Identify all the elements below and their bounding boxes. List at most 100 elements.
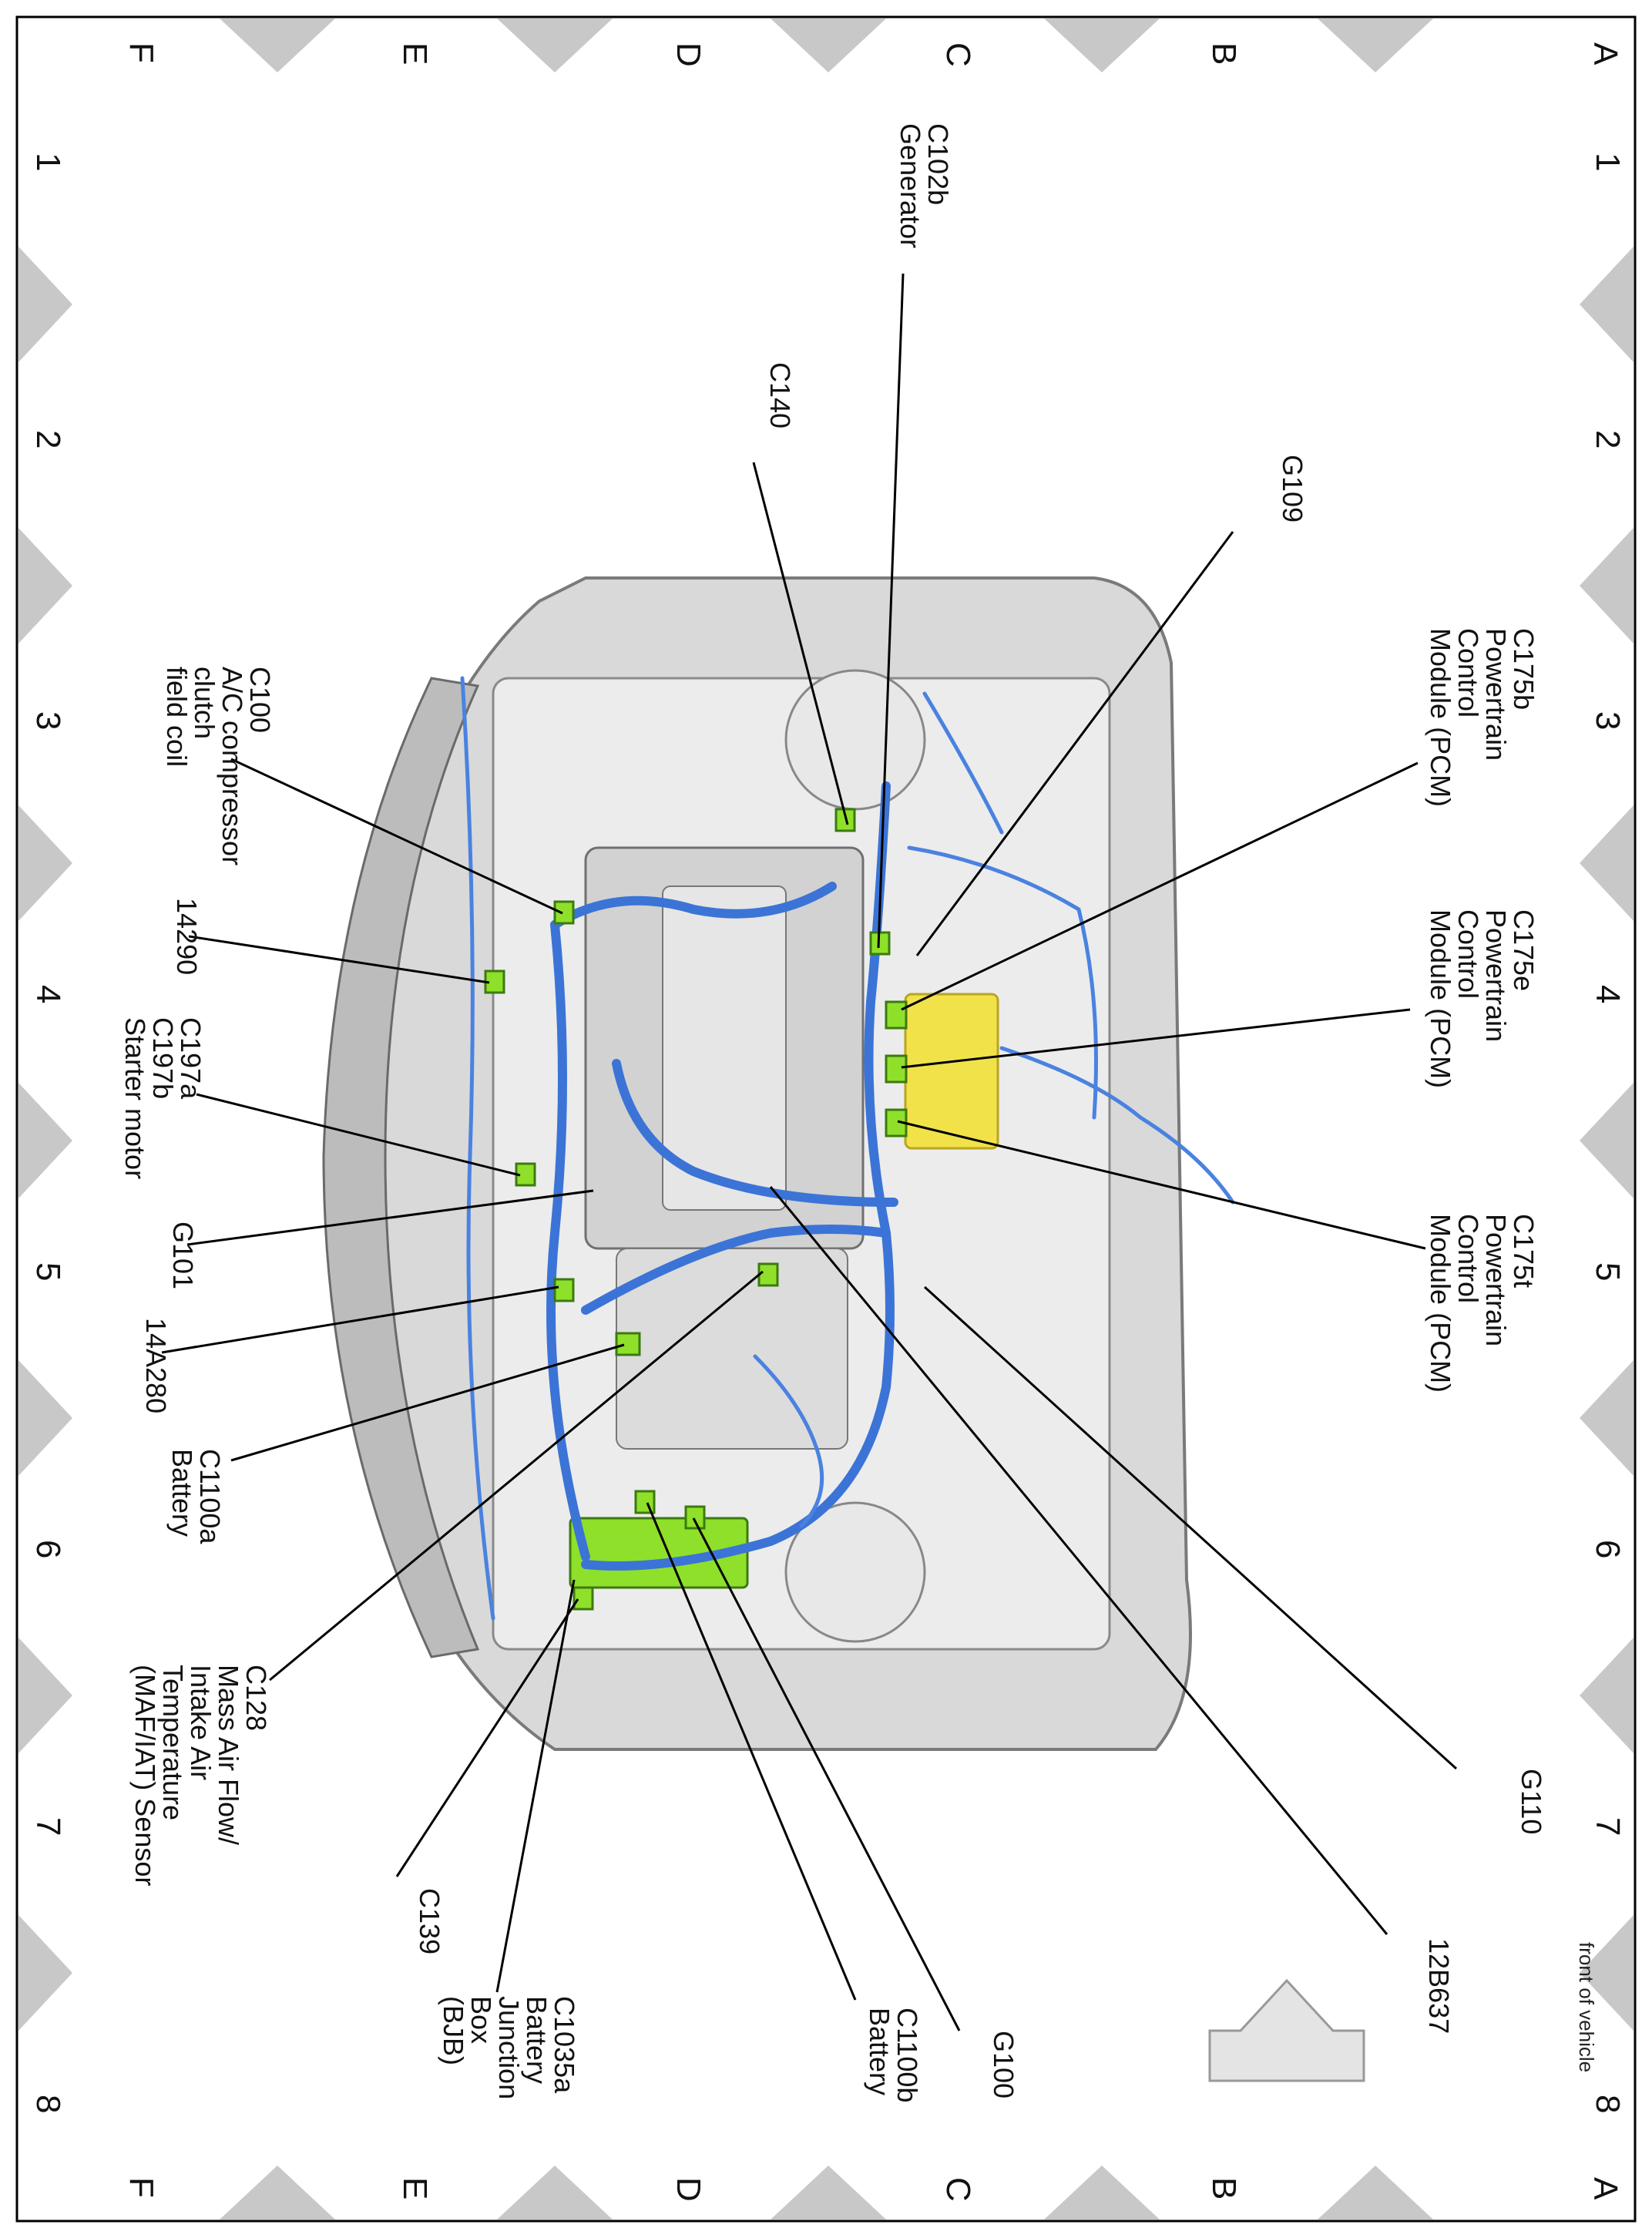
grid-marker-triangle bbox=[1580, 1360, 1634, 1476]
callout-12b637: 12B637 bbox=[1423, 1938, 1455, 2034]
grid-row-label: E bbox=[396, 2177, 434, 2199]
vehicle-engine-bay-illustration bbox=[322, 576, 1192, 1751]
callout-text: (MAF/IAT) Sensor bbox=[129, 1665, 161, 1886]
callout-g101: G101 bbox=[167, 1221, 199, 1289]
callout-text: field coil bbox=[161, 667, 193, 767]
callout-text: C197a bbox=[175, 1017, 206, 1100]
callout-text: Generator bbox=[895, 123, 926, 248]
grid-marker-triangle bbox=[18, 247, 72, 362]
leader-c140 bbox=[752, 462, 849, 825]
grid-row-label: B bbox=[1205, 2177, 1243, 2199]
callout-text: Junction bbox=[493, 1996, 525, 2099]
callout-g110: G110 bbox=[1516, 1769, 1547, 1834]
callout-text: G101 bbox=[167, 1221, 199, 1289]
callout-text: Module (PCM) bbox=[1425, 628, 1456, 807]
grid-column-label: 6 bbox=[29, 1540, 67, 1558]
grid-row-label: D bbox=[670, 2177, 707, 2202]
leader-c139 bbox=[395, 1598, 579, 1877]
connector-c175b bbox=[885, 1000, 908, 1030]
callout-c140: C140 bbox=[764, 362, 796, 428]
front-arrow-icon bbox=[1208, 1978, 1365, 2082]
grid-column-label: 8 bbox=[29, 2095, 67, 2113]
leader-c197 bbox=[196, 1093, 521, 1177]
callout-text: C102b bbox=[922, 123, 954, 205]
grid-column-label: 5 bbox=[29, 1262, 67, 1281]
cylinder-head bbox=[662, 885, 787, 1211]
callout-text: Starter motor bbox=[119, 1017, 151, 1179]
outer-frame bbox=[15, 15, 1637, 2223]
grid-column-label: 1 bbox=[1589, 153, 1627, 171]
leader-g109 bbox=[915, 531, 1234, 956]
connector-c139 bbox=[572, 1586, 594, 1611]
grid-row-label: D bbox=[670, 42, 707, 67]
callout-c139: C139 bbox=[414, 1888, 445, 1954]
grid-marker-triangle bbox=[1580, 1915, 1634, 2031]
callout-text: C1100b bbox=[891, 2008, 923, 2102]
grid-row-label: F bbox=[123, 42, 160, 63]
callout-text: Module (PCM) bbox=[1425, 1214, 1456, 1393]
leader-c1035a bbox=[495, 1579, 576, 1993]
callout-text: Powertrain bbox=[1480, 1214, 1512, 1346]
connector-c1100a bbox=[615, 1332, 641, 1356]
callout-text: Box bbox=[465, 1996, 497, 2044]
grid-marker-triangle bbox=[1580, 528, 1634, 644]
callout-g109: G109 bbox=[1277, 455, 1308, 523]
leader-g110 bbox=[923, 1285, 1458, 1770]
leader-g100 bbox=[692, 1517, 961, 2031]
leader-c1100a bbox=[230, 1343, 625, 1462]
leader-c175b bbox=[901, 761, 1419, 1011]
callout-text: C1100a bbox=[194, 1449, 226, 1544]
callout-text: Control bbox=[1452, 628, 1484, 717]
callout-g100: G100 bbox=[988, 2031, 1019, 2099]
grid-row-label: E bbox=[396, 42, 434, 65]
callout-text: G110 bbox=[1516, 1769, 1547, 1834]
grid-marker-triangle bbox=[1580, 1083, 1634, 1198]
callout-text: G109 bbox=[1277, 455, 1308, 523]
grid-column-label: 5 bbox=[1589, 1262, 1627, 1281]
callout-text: Mass Air Flow/ bbox=[213, 1665, 244, 1845]
grid-marker-triangle bbox=[18, 1083, 72, 1198]
callout-text: 12B637 bbox=[1423, 1938, 1455, 2034]
grid-row-label: B bbox=[1205, 42, 1243, 65]
callout-text: G100 bbox=[988, 2031, 1019, 2099]
grid-marker-triangle bbox=[220, 2166, 335, 2220]
wiring-harness bbox=[460, 676, 1235, 1621]
grid-column-label: 4 bbox=[1589, 985, 1627, 1003]
grid-marker-triangle bbox=[497, 18, 613, 72]
leader-c175t bbox=[897, 1120, 1426, 1250]
grid-marker-triangle bbox=[220, 18, 335, 72]
callout-text: Temperature bbox=[157, 1665, 189, 1820]
grid-marker-triangle bbox=[1580, 247, 1634, 362]
left-strut-tower bbox=[784, 669, 926, 811]
leader-12b637 bbox=[769, 1186, 1388, 1935]
callout-text: C175e bbox=[1508, 909, 1540, 991]
grid-column-label: 3 bbox=[1589, 711, 1627, 730]
callout-text: Module (PCM) bbox=[1425, 909, 1456, 1088]
grid-marker-triangle bbox=[771, 2166, 886, 2220]
leader-c102b bbox=[877, 273, 905, 949]
callout-text: C140 bbox=[764, 362, 796, 428]
leader-c1100b bbox=[646, 1502, 857, 2001]
callout-text: clutch bbox=[189, 667, 220, 739]
grid-column-label: 3 bbox=[29, 711, 67, 730]
pcm-module bbox=[904, 993, 999, 1150]
leader-c128 bbox=[269, 1270, 764, 1682]
grid-column-label: 7 bbox=[1589, 1817, 1627, 1836]
connector-c128 bbox=[757, 1262, 779, 1287]
connector-c100 bbox=[553, 900, 575, 925]
callout-text: Battery bbox=[521, 1996, 552, 2084]
front-of-vehicle-label: front of vehicle bbox=[1575, 1942, 1598, 2072]
grid-column-label: 7 bbox=[29, 1817, 67, 1836]
bumper-shell bbox=[322, 677, 480, 1658]
callout-text: C175t bbox=[1508, 1214, 1540, 1288]
callout-text: 14290 bbox=[171, 898, 203, 975]
grid-row-label: C bbox=[939, 2177, 977, 2202]
